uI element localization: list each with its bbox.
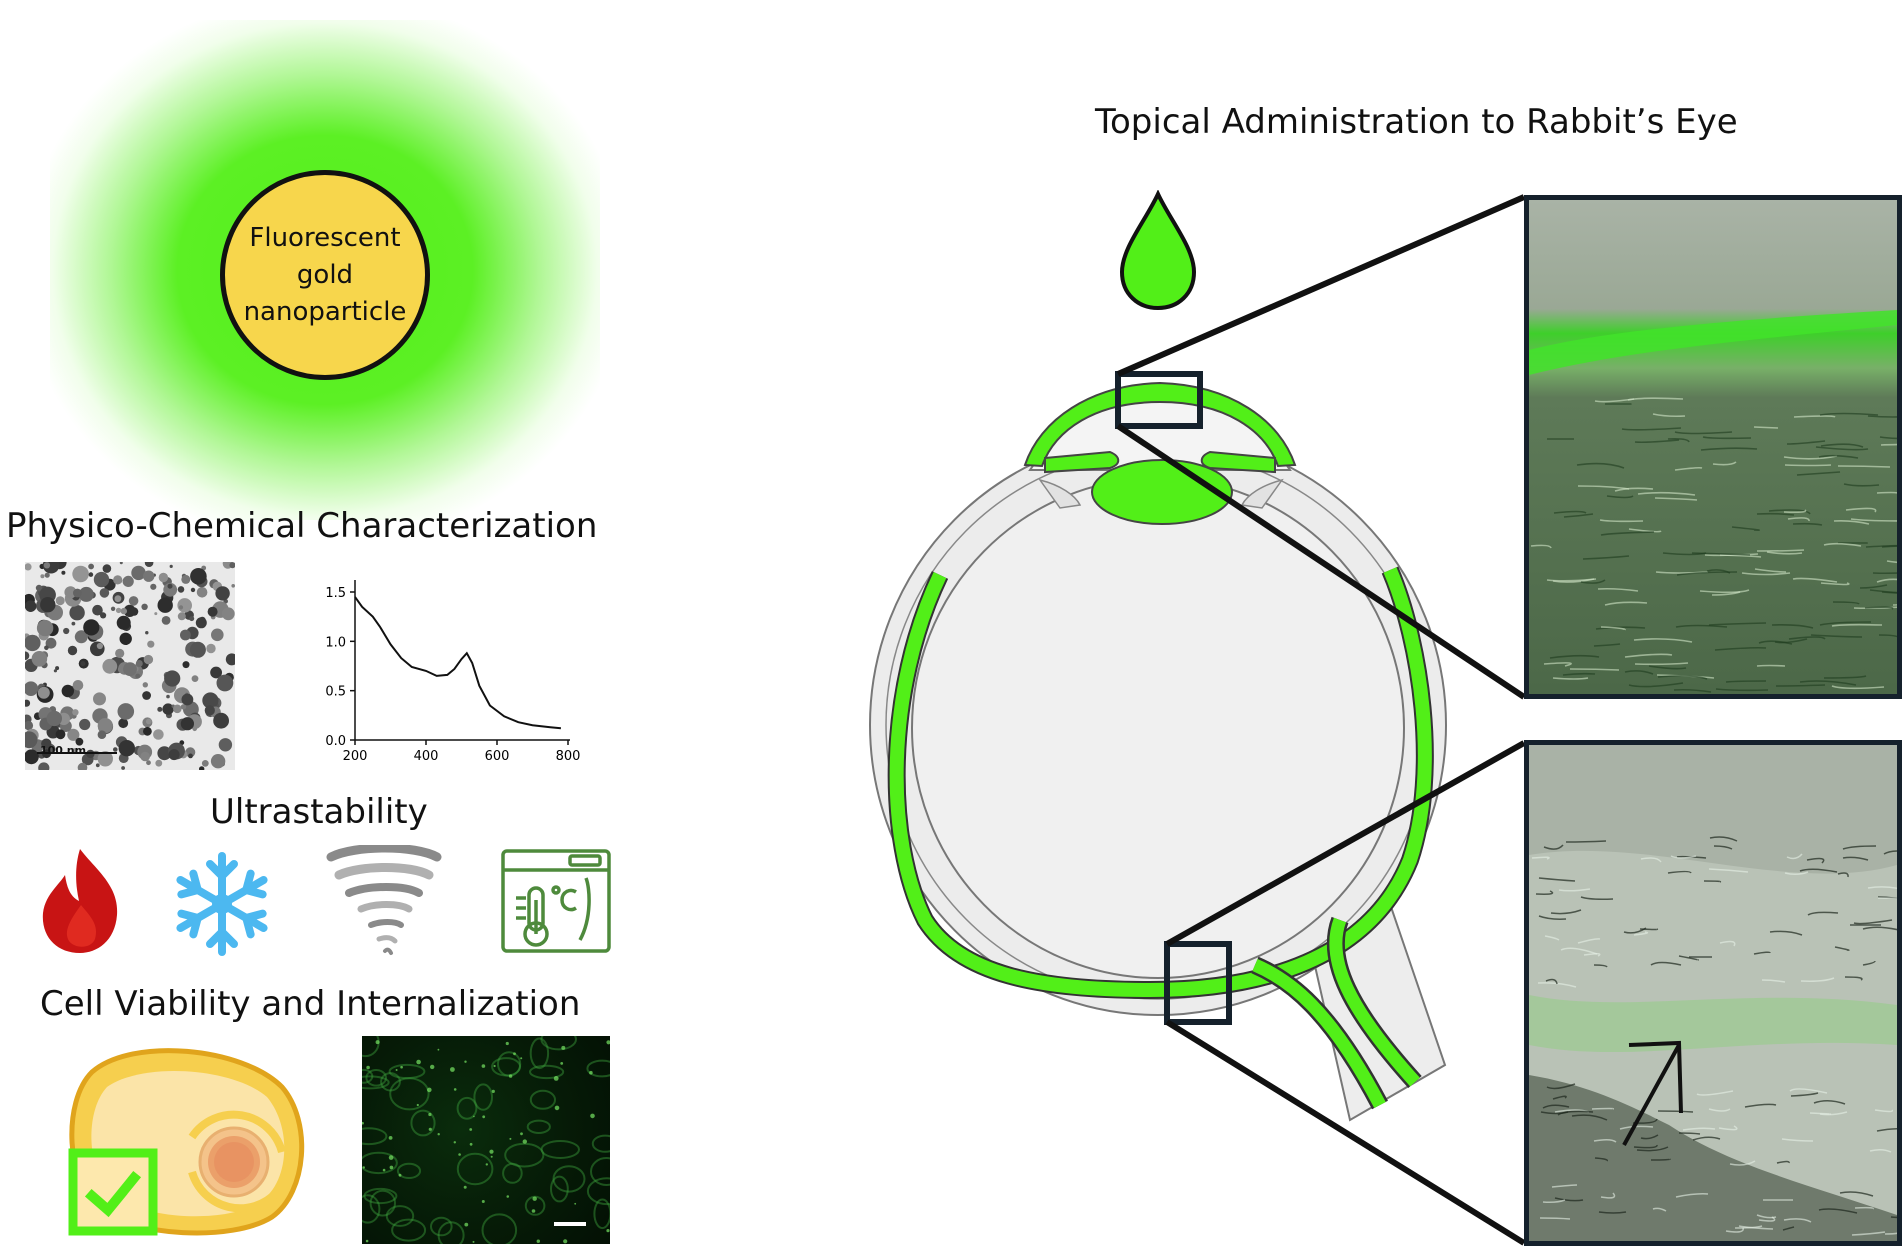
tem-scale-label: 100 nm — [40, 744, 87, 757]
lens — [1091, 459, 1233, 525]
nanoparticle-label-line: nanoparticle — [243, 296, 407, 327]
optic-nerve-band — [1252, 959, 1386, 1109]
x-tick-label: 600 — [485, 749, 510, 764]
eye-drop-icon — [1119, 190, 1197, 311]
absorbance-line — [354, 596, 561, 730]
retina — [889, 567, 1432, 998]
cornea-micrograph — [1524, 195, 1902, 699]
y-tick-label: 1.0 — [325, 635, 346, 650]
retina-micrograph — [1524, 740, 1902, 1246]
physico-chemical-heading: Physico-Chemical Characterization — [6, 506, 598, 546]
cell-viability-heading: Cell Viability and Internalization — [40, 984, 581, 1024]
absorbance-chart: 200 400 600 800 0.0 0.5 1.0 1.5 — [325, 580, 581, 764]
y-tick-label: 0.0 — [325, 734, 346, 749]
micrograph-scale-bar — [554, 1222, 586, 1226]
optic-nerve-band — [1329, 917, 1420, 1087]
y-tick-label: 0.5 — [325, 685, 346, 700]
arrow-icon — [1622, 1044, 1681, 1146]
cell-icon — [69, 1048, 305, 1236]
fluorescent-cells — [362, 1036, 610, 1244]
nanoparticle-label-line: gold — [296, 259, 354, 290]
x-tick-label: 800 — [556, 749, 581, 764]
snowflake-icon — [176, 852, 268, 956]
retina-zoom-box — [1164, 941, 1232, 1025]
x-tick-label: 200 — [343, 749, 368, 764]
tem-particles — [25, 562, 235, 770]
iris-left — [1044, 450, 1120, 474]
gold-nanoparticle: Fluorescent gold nanoparticle — [220, 170, 430, 380]
ultrastability-heading: Ultrastability — [210, 792, 428, 832]
nanoparticle-label-line: Fluorescent — [249, 222, 401, 253]
cornea-zoom-box — [1115, 371, 1203, 429]
x-tick-label: 400 — [414, 749, 439, 764]
checkmark-icon — [68, 1148, 158, 1236]
y-tick-label: 1.5 — [325, 586, 346, 601]
incubator-thermometer-icon — [501, 849, 611, 953]
fluorescence-micrograph — [362, 1036, 610, 1244]
vitreous-body — [911, 477, 1405, 979]
cornea — [1023, 381, 1297, 468]
tem-image — [25, 562, 235, 770]
tem-scale-bar — [37, 752, 117, 754]
flame-icon — [42, 849, 118, 953]
ciliary-body — [1240, 478, 1284, 509]
topical-administration-heading: Topical Administration to Rabbit’s Eye — [1095, 102, 1738, 142]
tornado-icon — [326, 845, 442, 955]
arrow-head-icon — [1628, 1040, 1683, 1114]
ciliary-body — [1038, 478, 1082, 509]
